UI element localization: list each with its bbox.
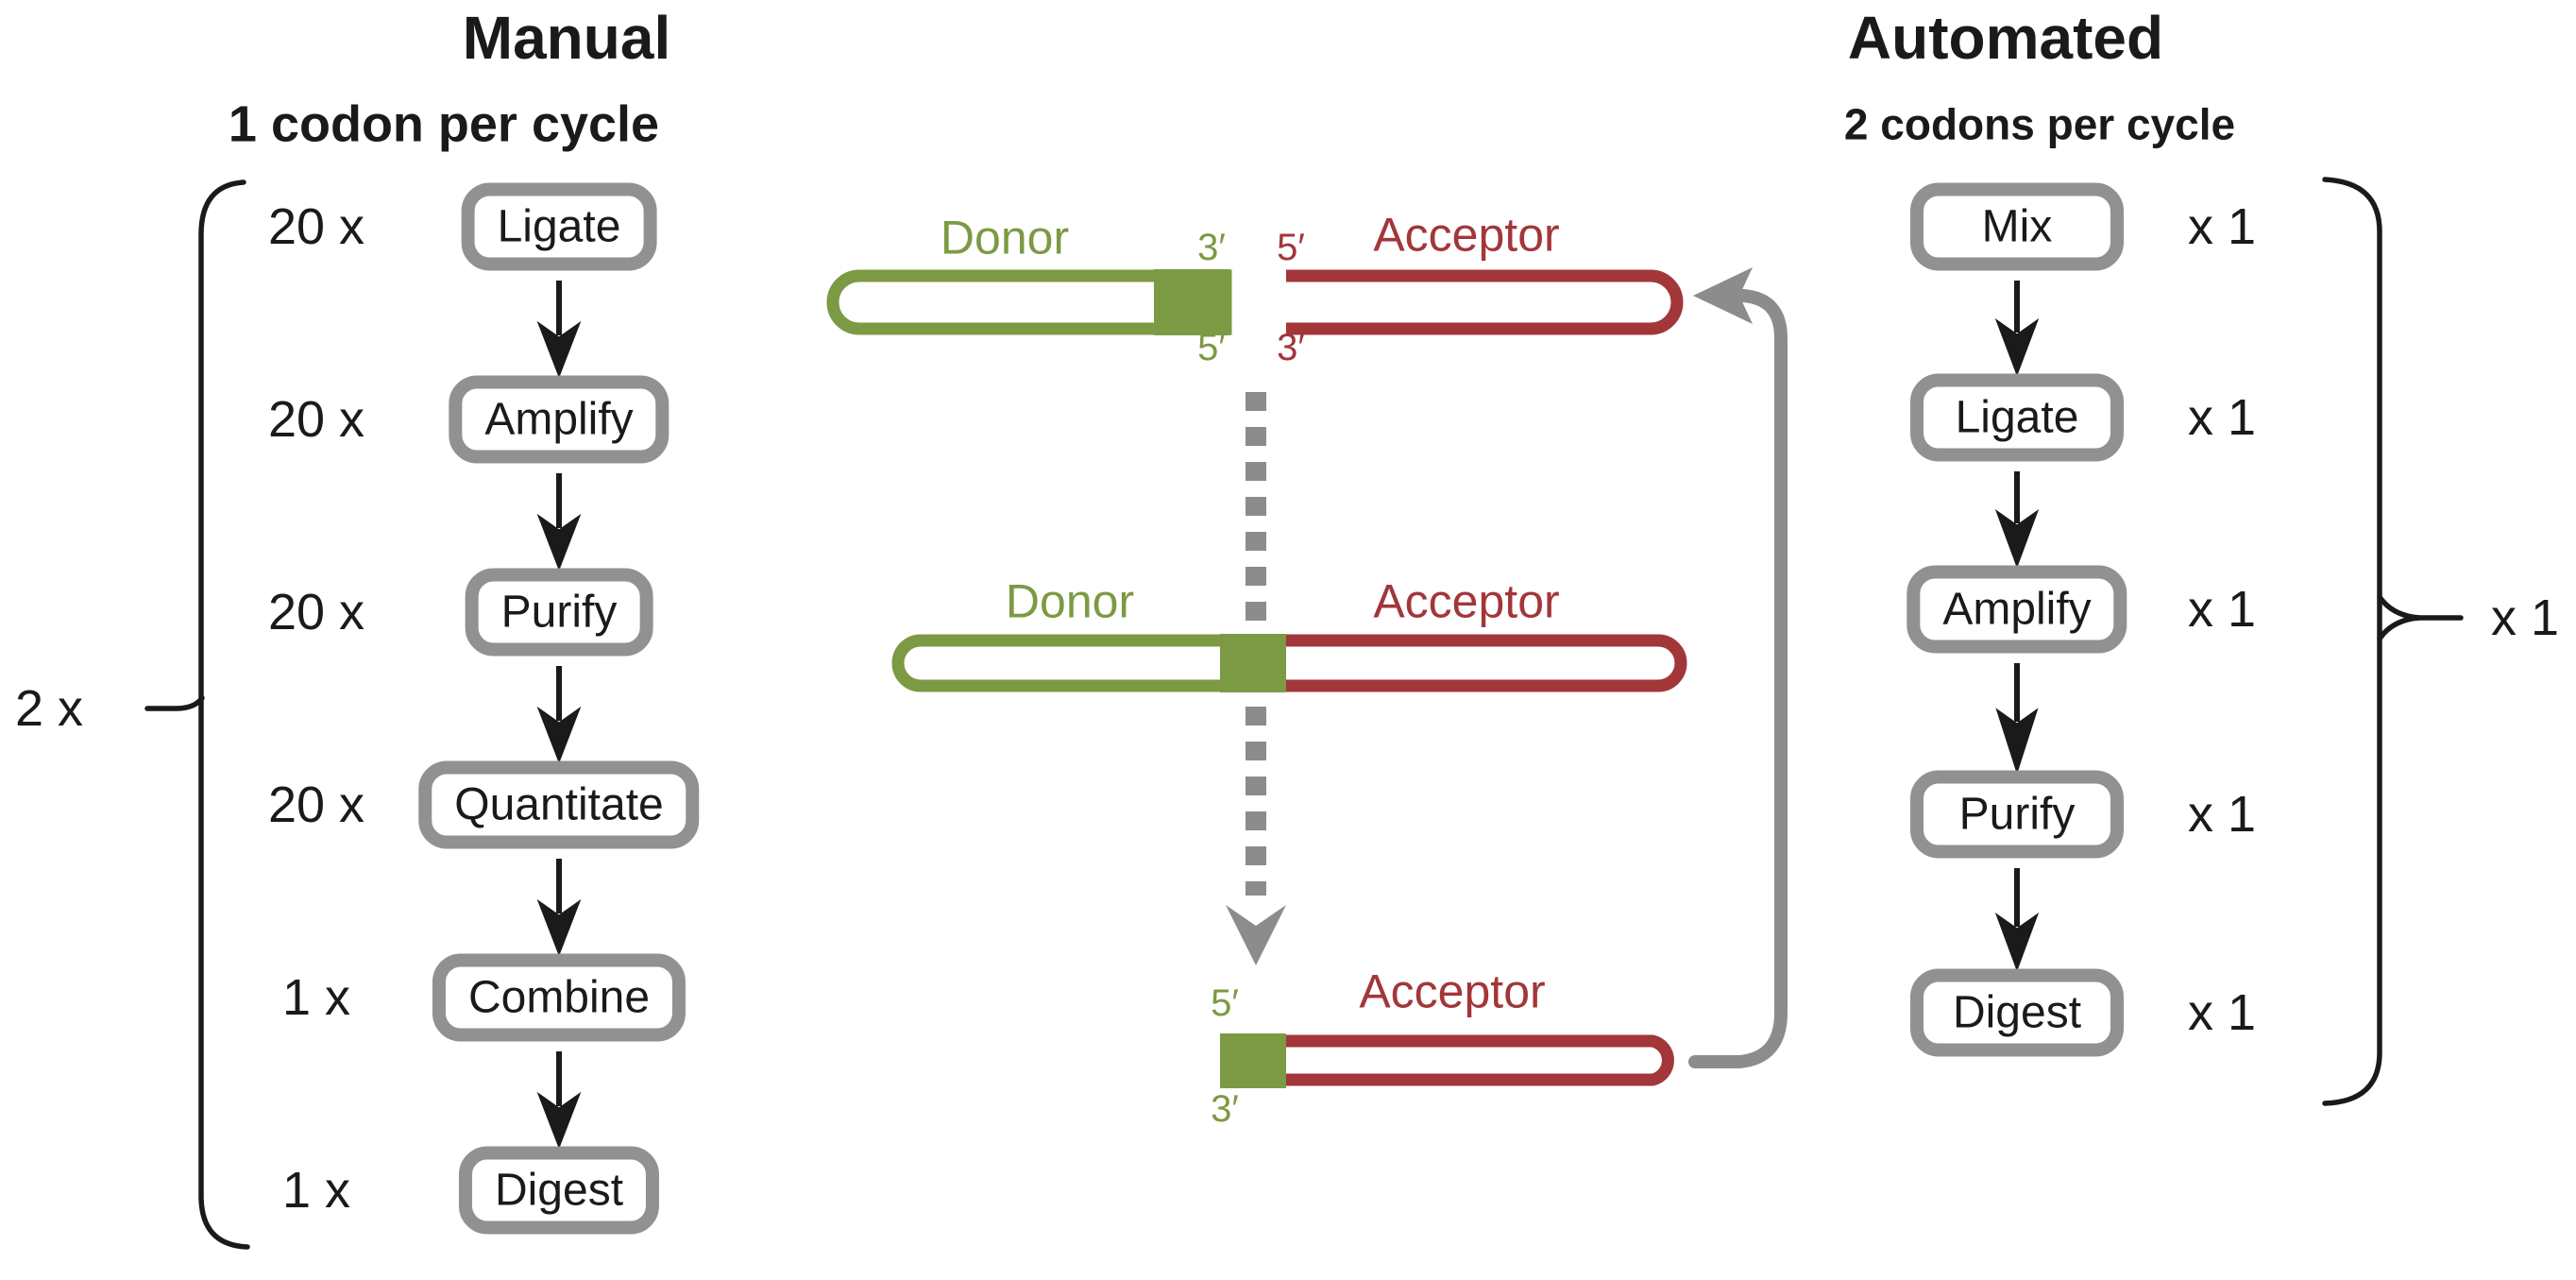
middle-donor-label: Donor bbox=[1005, 574, 1135, 628]
automated-step-box-purify: Purify bbox=[1910, 770, 2124, 859]
manual-step-count: 20 x bbox=[267, 198, 365, 255]
manual-step-count: 20 x bbox=[267, 391, 365, 448]
automated-step-count: x 1 bbox=[2187, 198, 2257, 255]
middle-acceptor-label: Acceptor bbox=[1373, 574, 1560, 628]
manual-outer-repeat: 2 x bbox=[14, 680, 84, 737]
down-arrow-icon bbox=[536, 898, 582, 957]
automated-step-box-ligate: Ligate bbox=[1910, 373, 2124, 462]
automated-subtitle: 2 codons per cycle bbox=[1843, 99, 2236, 149]
manual-step-count: 20 x bbox=[267, 777, 365, 833]
manual-step-box-digest: Digest bbox=[458, 1146, 660, 1235]
ligated-hairpin-donor-half bbox=[891, 634, 1267, 692]
automated-step-count: x 1 bbox=[2187, 581, 2257, 638]
manual-step-box-ligate: Ligate bbox=[461, 182, 657, 271]
down-arrow-icon bbox=[536, 706, 582, 764]
automated-step-count: x 1 bbox=[2187, 389, 2257, 446]
top-donor-5prime-label: 5′ bbox=[1197, 327, 1226, 368]
manual-step-box-amplify: Amplify bbox=[449, 375, 669, 464]
down-arrow-icon bbox=[536, 1091, 582, 1150]
top-acceptor-label: Acceptor bbox=[1373, 208, 1560, 262]
right-workflow-bracket bbox=[2322, 177, 2382, 1106]
manual-subtitle: 1 codon per cycle bbox=[228, 95, 660, 153]
ligated-hairpin-junction bbox=[1220, 634, 1286, 692]
down-arrow-icon bbox=[536, 320, 582, 379]
manual-step-box-quantitate: Quantitate bbox=[418, 760, 700, 849]
recycle-arrow-head bbox=[1693, 267, 1753, 324]
top-acceptor-5prime-label: 5′ bbox=[1277, 227, 1305, 268]
manual-step-count: 1 x bbox=[281, 969, 351, 1026]
bottom-5prime-label: 5′ bbox=[1211, 982, 1239, 1024]
automated-title: Automated bbox=[1847, 3, 2164, 72]
bottom-acceptor-label: Acceptor bbox=[1359, 964, 1546, 1018]
manual-step-count: 1 x bbox=[281, 1162, 351, 1219]
right-bracket-tick-upper bbox=[2377, 594, 2464, 621]
automated-outer-repeat: x 1 bbox=[2490, 589, 2560, 646]
donor-overhang-top bbox=[1154, 269, 1230, 335]
manual-step-box-purify: Purify bbox=[465, 568, 653, 657]
down-arrow-icon bbox=[536, 513, 582, 572]
left-workflow-bracket bbox=[198, 179, 250, 1250]
dashed-down-arrow-head bbox=[1226, 905, 1286, 965]
automated-step-count: x 1 bbox=[2187, 984, 2257, 1041]
manual-title: Manual bbox=[462, 3, 671, 72]
down-arrow-icon bbox=[1994, 317, 2040, 377]
product-acceptor-hairpin bbox=[1282, 1034, 1674, 1086]
down-arrow-icon bbox=[1994, 508, 2040, 569]
right-bracket-tick-lower bbox=[2377, 615, 2422, 641]
acceptor-hairpin-top bbox=[1286, 269, 1684, 335]
automated-step-box-mix: Mix bbox=[1910, 182, 2124, 271]
manual-step-box-combine: Combine bbox=[432, 953, 686, 1042]
down-arrow-icon bbox=[1995, 708, 2039, 775]
manual-step-count: 20 x bbox=[267, 584, 365, 640]
down-arrow-icon bbox=[1994, 912, 2040, 972]
automated-step-box-digest: Digest bbox=[1910, 968, 2124, 1057]
automated-step-box-amplify: Amplify bbox=[1907, 565, 2127, 654]
donor-hairpin-top bbox=[826, 269, 1232, 335]
top-donor-label: Donor bbox=[940, 211, 1070, 265]
top-donor-3prime-label: 3′ bbox=[1197, 227, 1226, 268]
top-acceptor-3prime-label: 3′ bbox=[1277, 327, 1305, 368]
ligated-hairpin-acceptor-half bbox=[1280, 634, 1687, 692]
bottom-3prime-label: 3′ bbox=[1211, 1088, 1239, 1130]
product-overhang bbox=[1220, 1033, 1286, 1088]
automated-step-count: x 1 bbox=[2187, 786, 2257, 843]
left-bracket-tick bbox=[144, 695, 205, 711]
recycle-arrow-line bbox=[1688, 289, 1788, 1068]
